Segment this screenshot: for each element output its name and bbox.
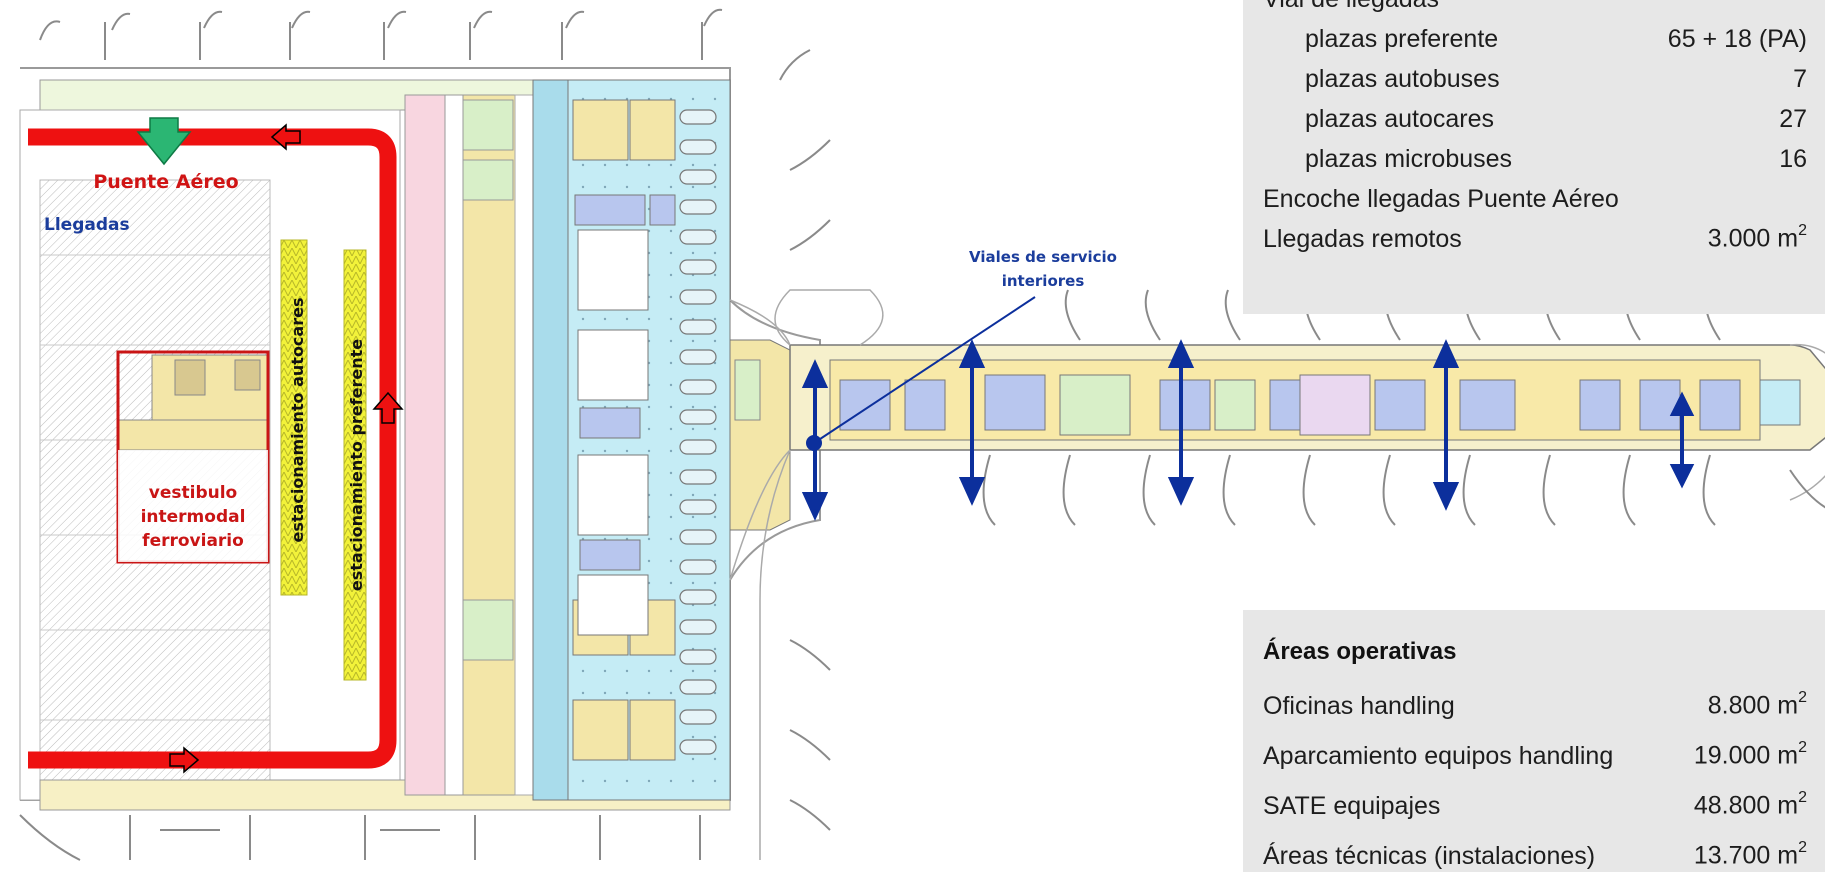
arrow-right-icon (169, 746, 200, 774)
row-plazas-autobuses: plazas autobuses 7 (1305, 64, 1807, 93)
panel-bottom-title: Áreas operativas (1263, 638, 1457, 665)
row-plazas-microbuses: plazas microbuses 16 (1305, 144, 1807, 173)
panel-top-partial-heading: Vial de llegadas (1263, 0, 1807, 16)
arrow-down-green-icon (136, 117, 192, 166)
pier-airside (789, 344, 1825, 451)
arrow-up-icon (372, 391, 404, 424)
service-road-arrows (801, 339, 1695, 521)
aircraft-stands-bottom (19, 814, 701, 861)
row-encoche: Encoche llegadas Puente Aéreo (1263, 184, 1619, 213)
label-vestibulo-2: intermodal (141, 507, 246, 527)
row-aparcamiento-equipos: Aparcamiento equipos handling 19.000 m2 (1263, 739, 1807, 770)
row-areas-tecnicas: Áreas técnicas (instalaciones) 13.700 m2 (1263, 839, 1807, 870)
label-viales-1: Viales de servicio (969, 248, 1117, 266)
label-vestibulo-3: ferroviario (142, 531, 244, 551)
label-estacionamiento-autocares: estacionamiento autocares (288, 298, 307, 543)
arrivals-road-panel: Vial de llegadas plazas preferente 65 + … (1243, 0, 1825, 314)
label-llegadas: Llegadas (44, 215, 130, 235)
operational-areas-panel: Áreas operativas Oficinas handling 8.800… (1243, 610, 1825, 872)
row-plazas-autocares: plazas autocares 27 (1305, 104, 1807, 133)
row-sate-equipajes: SATE equipajes 48.800 m2 (1263, 789, 1807, 820)
label-puente-aereo: Puente Aéreo (93, 171, 238, 193)
aircraft-stands-top (39, 8, 723, 60)
label-viales-2: interiores (1002, 272, 1085, 290)
row-oficinas-handling: Oficinas handling 8.800 m2 (1263, 689, 1807, 720)
row-llegadas-remotos: Llegadas remotos 3.000 m2 (1263, 222, 1807, 253)
label-estacionamiento-preferente: estacionamiento preferente (347, 339, 366, 591)
road-direction-arrows (169, 123, 404, 774)
row-plazas-preferente: plazas preferente 65 + 18 (PA) (1305, 24, 1807, 53)
callout-leader-line (813, 296, 1036, 444)
arrivals-road-loop (28, 128, 397, 769)
label-vestibulo-1: vestibulo (149, 483, 237, 503)
arrow-left-icon (270, 123, 301, 151)
